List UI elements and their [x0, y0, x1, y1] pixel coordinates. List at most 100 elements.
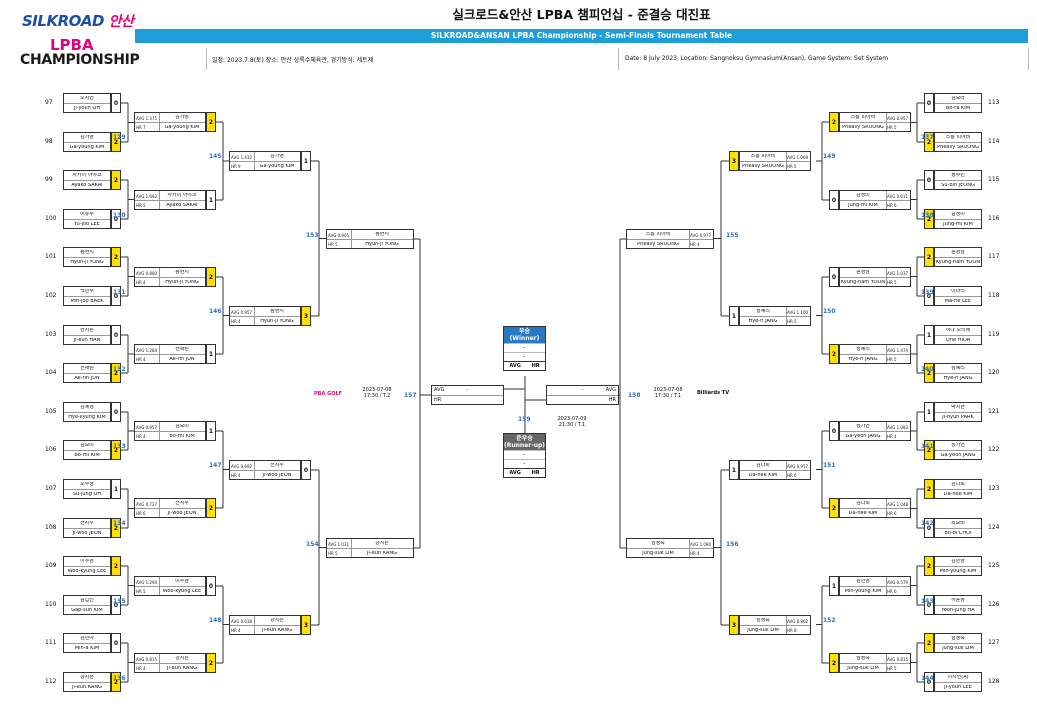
r3-box-4-col-divider [786, 152, 787, 170]
r4-box-1-divider [327, 548, 413, 549]
r4-box-1-col-divider [351, 539, 352, 557]
r2-box-15-name-en: Jung-suk LIM [847, 665, 879, 671]
r1-player-101-divider [64, 257, 110, 258]
r3-box-3-name-en: Ji-eun KANG [262, 627, 292, 633]
r3-box-0-name-en: Ga-young KIM [259, 163, 295, 169]
r1-player-109-divider [64, 566, 110, 567]
match-number-134: 134 [113, 520, 126, 527]
r1-player-122-divider [935, 450, 981, 451]
r1-player-128-divider [935, 682, 981, 683]
info-divider-right [1028, 48, 1029, 70]
r4-box-3-hr: HR 4 [690, 550, 700, 556]
r3-box-7-divider [740, 625, 810, 626]
r2-box-3-name-en: Ae-rin JUN [169, 356, 195, 362]
r2-box-6-name-en: Woo-kyung LEE [162, 588, 202, 594]
r3-box-0-avg: AVG 1.432 [231, 154, 253, 160]
seed-99: 99 [45, 176, 53, 183]
r2-box-0-divider [135, 122, 205, 123]
r1-player-114-name-ko: 스롱 피아비 [945, 135, 971, 140]
r2-box-9-divider [840, 200, 910, 201]
r3-box-1-col-divider [254, 307, 255, 325]
r1-score-127: 2 [924, 633, 934, 653]
r1-player-112-name-en: Ji-eun KANG [72, 684, 102, 690]
r1-player-119-name-ko: 히다 오리에 [945, 328, 971, 333]
info-divider-mid [618, 48, 619, 70]
r2-score-138: 0 [829, 190, 839, 210]
r3-box-1-avg: AVG 0.957 [231, 309, 253, 315]
match-number-141: 141 [921, 443, 934, 450]
r4-box-1-name-ko: 강지은 [375, 541, 389, 546]
r4-box-2-avg: AVG 0.977 [690, 232, 712, 238]
r2-score-143: 1 [829, 576, 839, 596]
r1-player-123-name-ko: 김다희 [951, 482, 965, 487]
r1-player-114-divider [935, 142, 981, 143]
r1-player-97-name-en: Ji-youn OH [73, 105, 101, 111]
r2-box-6-divider [135, 586, 205, 587]
r1-player-103-divider [64, 335, 110, 336]
r2-box-15-avg: AVG 0.815 [887, 656, 909, 662]
r3-box-2-avg: AVG 0.692 [231, 463, 253, 469]
r1-player-108-divider [64, 528, 110, 529]
r2-score-140: 2 [829, 344, 839, 364]
r2-box-15-hr: HR 5 [887, 665, 897, 671]
final-right-hr-row: HR [547, 395, 618, 404]
info-korean: 일정: 2023.7.8(토) 장소: 안산 상록수체육관, 경기방식: 세트제 [212, 57, 374, 64]
seed-98: 98 [45, 138, 53, 145]
winner-header: 우승(Winner) [504, 327, 545, 343]
r2-box-2-name-ko: 용현지 [175, 270, 189, 275]
r1-player-115-name-ko: 정수빈 [951, 173, 965, 178]
r2-box-10-name-ko: 윤경남 [856, 270, 870, 275]
brand-billiards-tv: Billiards TV [697, 390, 730, 396]
seed-117: 117 [988, 253, 1000, 260]
seed-108: 108 [45, 524, 57, 531]
r3-box-6-name-ko: 김다희 [756, 463, 770, 468]
match-number-154: 154 [306, 541, 319, 548]
seed-105: 105 [45, 408, 57, 415]
r2-score-144: 2 [829, 653, 839, 673]
r2-box-8-name-en: Pheavy SRUONG [842, 124, 884, 130]
r2-box-11-name-ko: 장혜리 [856, 347, 870, 352]
seed-119: 119 [988, 331, 1000, 338]
r2-box-10-col-divider [886, 268, 887, 286]
r2-box-12-name-ko: 장가연 [856, 424, 870, 429]
r3-box-6-avg: AVG 0.957 [787, 463, 809, 469]
r1-player-117-divider [935, 257, 981, 258]
r1-player-107-name-ko: 오수정 [80, 482, 94, 487]
r1-player-106-divider [64, 450, 110, 451]
r2-box-10-name-en: Kyung-nam YOON [840, 279, 886, 285]
r1-player-104-name-en: Ae-rin JUN [74, 375, 100, 381]
r2-score-135: 0 [206, 576, 216, 596]
r2-box-12-avg: AVG 1.083 [887, 424, 909, 430]
r2-box-1-avg: AVG 1.692 [136, 193, 158, 199]
r1-player-97-divider [64, 103, 110, 104]
r3-box-7-name-en: Jung-suk LIM [747, 627, 779, 633]
r1-player-107-divider [64, 489, 110, 490]
r1-score-103: 0 [111, 325, 121, 345]
info-divider-left [206, 48, 207, 70]
match-number-147: 147 [209, 462, 222, 469]
winner-line-1: - [504, 343, 545, 352]
r2-box-12-divider [840, 431, 910, 432]
r1-score-125: 2 [924, 556, 934, 576]
seed-124: 124 [988, 524, 1000, 531]
